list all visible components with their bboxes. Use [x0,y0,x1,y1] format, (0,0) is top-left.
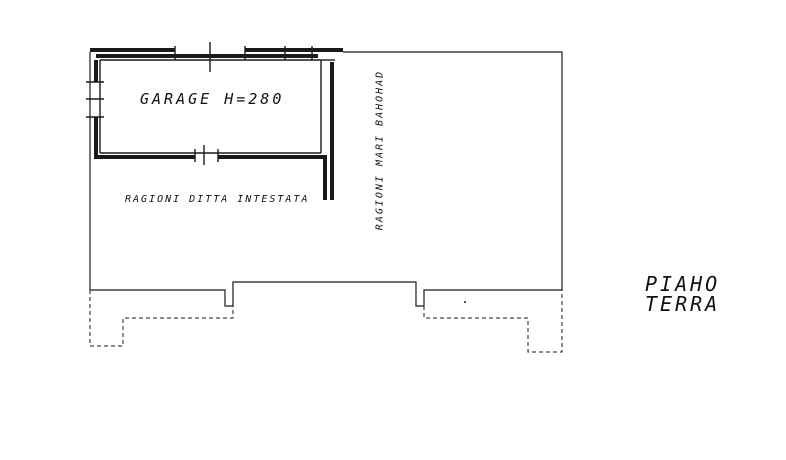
mari-bahohad-label: RAGIONI MARI BAHOHAD [374,69,386,231]
garage-room-label: GARAGE H=280 [140,90,285,108]
floor-title-line1: PIAHO [645,272,721,296]
door-window-ticks [86,42,335,165]
floor-title-line2: TERRA [645,292,721,316]
ditta-intestata-label: RAGIONI DITTA INTESTATA [125,194,310,205]
dashed-overhang [89,290,563,353]
survey-point [464,301,466,303]
garage-walls [90,48,343,200]
